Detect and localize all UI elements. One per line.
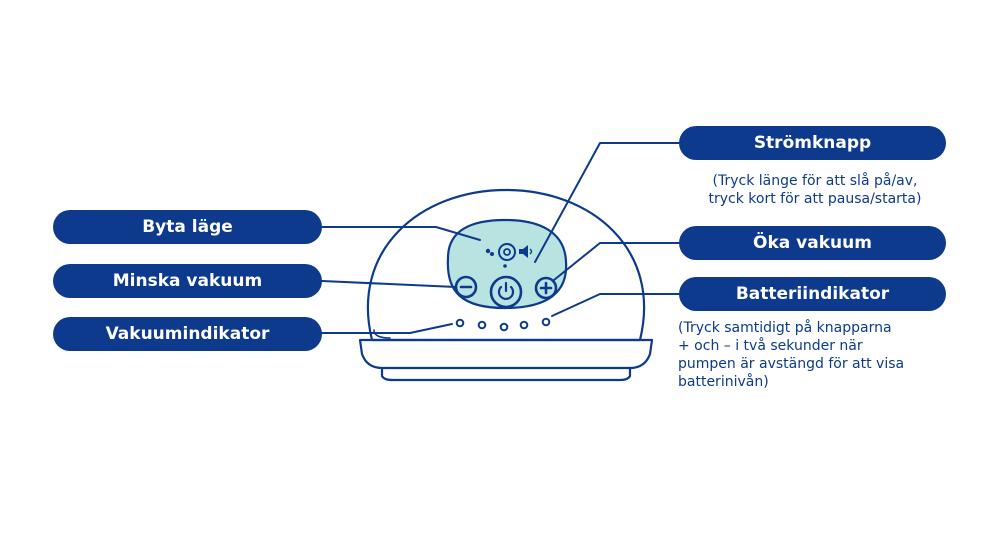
label-increase-vacuum: Öka vakuum — [679, 226, 946, 260]
leader-increase — [553, 242, 680, 281]
leader-power — [534, 142, 680, 263]
indicator-light — [477, 320, 487, 330]
indicator-light — [455, 318, 465, 328]
indicator-light — [499, 322, 509, 332]
label-battery-indicator: Batteriindikator — [679, 277, 946, 311]
speaker-icon — [519, 245, 533, 258]
battery-note-line: + och – i två sekunder när — [678, 338, 863, 354]
droplet-icon — [485, 248, 507, 268]
indicator-light — [541, 317, 551, 327]
power-button[interactable] — [489, 275, 523, 309]
leader-mode — [321, 226, 481, 241]
leader-vacuum-indicator — [321, 323, 453, 334]
mode-icon — [503, 248, 511, 256]
battery-note-line: (Tryck samtidigt på knapparna — [678, 320, 892, 336]
increase-vacuum-button[interactable] — [534, 276, 558, 300]
mode-button[interactable] — [498, 243, 516, 261]
power-note-line: tryck kort för att pausa/starta) — [708, 191, 922, 207]
label-decrease-vacuum: Minska vakuum — [53, 264, 322, 298]
label-vacuum-indicator: Vakuumindikator — [53, 317, 322, 351]
battery-note: (Tryck samtidigt på knapparna + och – i … — [678, 319, 948, 391]
label-power-button: Strömknapp — [679, 126, 946, 160]
plus-icon — [539, 281, 553, 295]
battery-note-line: pumpen är avstängd för att visa — [678, 356, 905, 372]
power-note: (Tryck länge för att slå på/av, tryck ko… — [690, 172, 940, 208]
power-icon — [497, 281, 515, 300]
device-dome — [366, 188, 646, 342]
indicator-lights — [455, 317, 551, 332]
battery-note-line: batterinivån) — [678, 374, 769, 390]
decrease-vacuum-button[interactable] — [454, 275, 478, 299]
device-stand — [380, 366, 632, 382]
power-note-line: (Tryck länge för att slå på/av, — [712, 173, 918, 189]
leader-decrease — [321, 280, 457, 288]
leader-battery — [551, 293, 680, 317]
label-mode-button: Byta läge — [53, 210, 322, 244]
device-base — [358, 338, 654, 370]
indicator-light — [519, 320, 529, 330]
